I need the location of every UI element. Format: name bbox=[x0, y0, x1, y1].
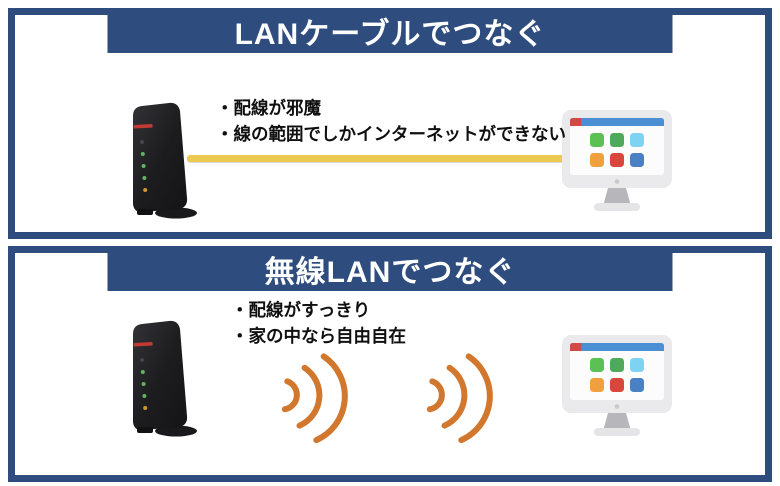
desktop-computer-icon bbox=[562, 110, 672, 211]
lan-cable-line bbox=[187, 155, 577, 162]
note-item: ・配線がすっきり bbox=[231, 300, 371, 320]
panel-title: 無線LANでつなぐ bbox=[107, 246, 673, 291]
notes-list: ・配線が邪魔 ・線の範囲でしかインターネットができない bbox=[216, 95, 566, 147]
wifi-router-icon bbox=[133, 102, 197, 219]
note-item: ・線の範囲でしかインターネットができない bbox=[216, 124, 566, 144]
panel-wireless-lan: 無線LANでつなぐ ・配線がすっきり ・家の中なら自由自在 bbox=[8, 246, 772, 482]
panel-title: LANケーブルでつなぐ bbox=[107, 8, 673, 53]
wifi-wave-icon bbox=[281, 353, 348, 444]
panel-lan-cable: LANケーブルでつなぐ ・配線が邪魔 ・線の範囲でしかインターネットができない bbox=[8, 8, 772, 239]
wifi-router-icon bbox=[133, 320, 197, 437]
notes-list: ・配線がすっきり ・家の中なら自由自在 bbox=[231, 297, 406, 349]
note-item: ・配線が邪魔 bbox=[216, 98, 321, 118]
note-item: ・家の中なら自由自在 bbox=[231, 326, 406, 346]
wifi-wave-icon bbox=[426, 353, 493, 444]
desktop-computer-icon bbox=[562, 335, 672, 436]
